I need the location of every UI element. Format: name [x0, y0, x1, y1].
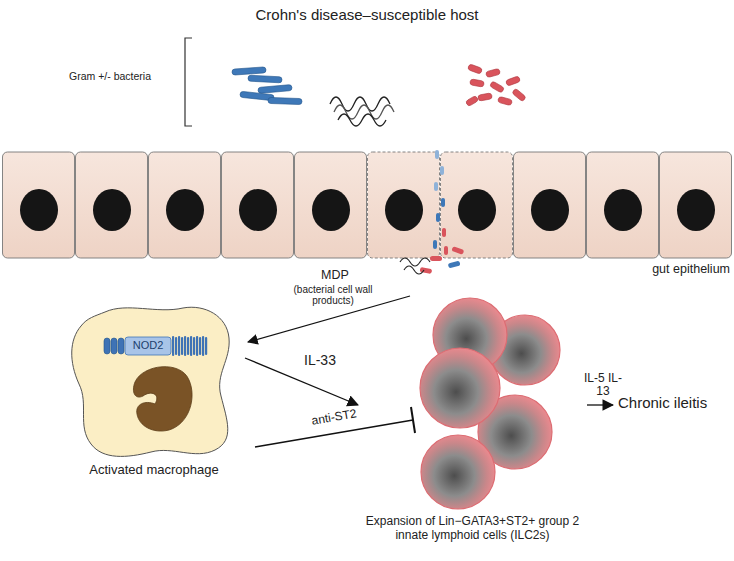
gram-bacteria: [465, 64, 526, 107]
note-label: (bacterial cell wall products): [283, 284, 383, 306]
node-text: Expansion of Lin−GATA3+ST2+ group 2 inna…: [360, 514, 585, 542]
cell-cluster: Expansion of Lin−GATA3+ST2+ group 2 inna…: [360, 292, 585, 544]
gut-epithelium: [2, 140, 732, 258]
translocating-bacteria: [400, 150, 464, 274]
tissue-label: gut epithelium: [630, 262, 730, 276]
macrophage-cell: Activated macrophage NOD2: [65, 300, 243, 479]
molecule-label: MDP: [295, 268, 375, 282]
signal-arrow: [245, 358, 358, 405]
edge-label: IL-33: [298, 352, 342, 368]
title: Crohn's disease–susceptible host: [0, 6, 734, 23]
node-text: Chronic ileitis: [618, 394, 732, 411]
outcome-text: Chronic ileitis: [618, 394, 732, 413]
receptor-symbol: NOD2: [102, 334, 210, 358]
spirochete: [330, 97, 394, 126]
gram-bacteria: [232, 67, 302, 105]
bracket: [185, 38, 192, 126]
ilc2-cells: [360, 292, 585, 517]
node-text: NOD2: [125, 339, 171, 351]
signal-arrow: [587, 404, 613, 405]
node-text: Activated macrophage: [65, 462, 243, 477]
edge-label: IL-5 IL-13: [583, 372, 623, 398]
macrophage-shape: [65, 300, 243, 485]
bacteria-label: Gram +/- bacteria: [50, 70, 170, 82]
antibody-label: anti-ST2: [303, 405, 365, 429]
